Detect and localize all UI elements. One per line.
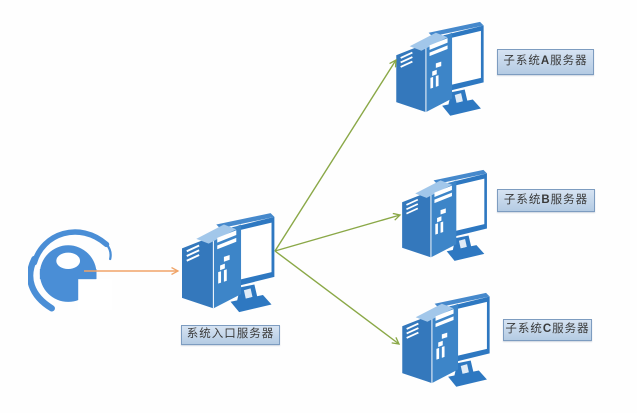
subsystem-a-label-prefix: 子系统 <box>503 55 541 68</box>
arrow-entry-to-subsystem-c <box>274 250 399 344</box>
subsystem-c-label-suffix: 服务器 <box>552 323 590 336</box>
subsystem-c-label-prefix: 子系统 <box>505 323 543 336</box>
subsystem-b-label-suffix: 服务器 <box>550 193 589 206</box>
entry-server-label: 系统入口服务器 <box>181 325 280 345</box>
subsystem-a-label-suffix: 服务器 <box>550 55 588 68</box>
internet-explorer-icon <box>28 229 112 312</box>
arrow-entry-to-subsystem-a <box>274 60 396 252</box>
subsystem-a-label-letter: A <box>540 55 551 68</box>
subsystem-b-label-letter: B <box>541 193 551 206</box>
subsystem-b-label-prefix: 子系统 <box>503 193 542 206</box>
entry-server-label-text: 系统入口服务器 <box>186 328 275 341</box>
arrow-entry-to-subsystem-b <box>274 215 400 252</box>
subsystem-c-label-letter: C <box>542 323 553 336</box>
